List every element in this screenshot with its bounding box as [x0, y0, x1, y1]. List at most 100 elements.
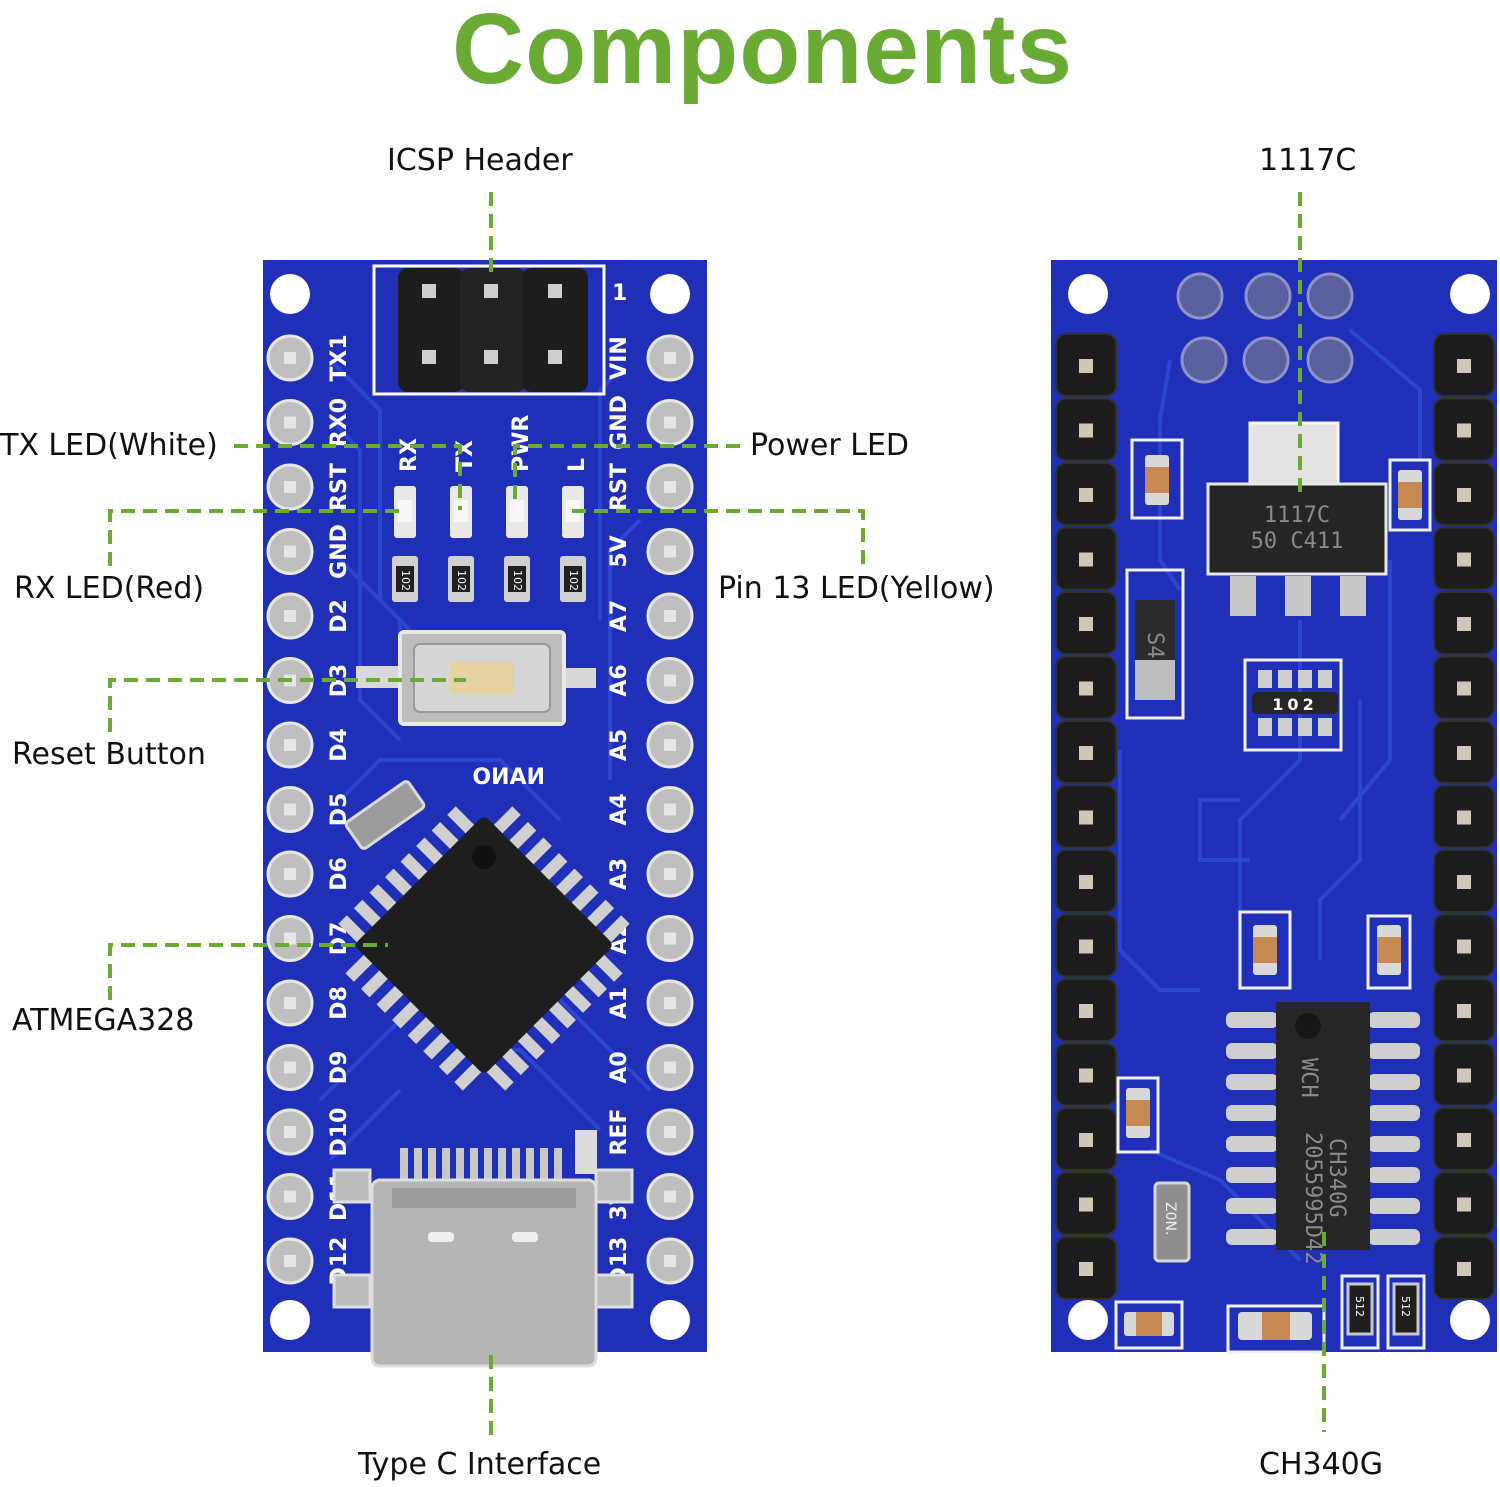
header-pin	[1055, 1171, 1117, 1236]
leader-pin13-led	[572, 509, 865, 566]
pin-a5: A5	[607, 721, 694, 769]
chip-pin	[1368, 1198, 1420, 1214]
chip-pin	[523, 837, 552, 866]
header-pin	[1433, 784, 1495, 849]
chip-pin	[1226, 1012, 1278, 1028]
page-title: Components	[451, 0, 1074, 105]
chip-pin	[539, 853, 568, 882]
resistor-code: 102	[399, 570, 412, 591]
resistor-code: 102	[455, 570, 468, 591]
pin-gnd: GND	[266, 524, 352, 579]
pin-label: D4	[327, 728, 352, 762]
pin-d13: D13	[607, 1237, 694, 1285]
header-pin	[1055, 1042, 1117, 1107]
header-pin	[1433, 978, 1495, 1042]
chip-pin	[1368, 1229, 1420, 1245]
usb-pin	[484, 1148, 492, 1182]
label-type-c: Type C Interface	[358, 1447, 602, 1482]
header-pin	[1433, 913, 1495, 978]
chip-pin	[447, 806, 476, 835]
pin-tx1: TX1	[266, 334, 352, 382]
header-pin	[1055, 913, 1117, 978]
pin-d4: D4	[266, 721, 352, 769]
pin-label: A6	[607, 664, 632, 696]
resistor-array-code: 102	[1272, 695, 1317, 714]
chip-pin	[500, 1046, 530, 1076]
mounting-hole	[1450, 274, 1490, 314]
header-pin	[1433, 1236, 1495, 1300]
chip-pin	[353, 899, 383, 929]
usb-pin	[414, 1148, 422, 1182]
pin-d5: D5	[266, 786, 352, 833]
mounting-hole	[1068, 1300, 1108, 1340]
pin-a4: A4	[607, 786, 694, 833]
chip-pin	[1226, 1074, 1278, 1090]
leader-rx-led	[108, 509, 404, 566]
label-power-led: Power LED	[750, 428, 910, 463]
pin-d8: D8	[266, 979, 352, 1027]
header-pin	[1433, 1107, 1495, 1171]
usb-pin	[400, 1148, 408, 1182]
pin-a1: A1	[607, 979, 694, 1027]
chip-pin	[454, 1062, 483, 1091]
chip-pin	[1226, 1105, 1278, 1121]
header-pin	[1055, 720, 1117, 784]
back-capacitors	[1114, 438, 1432, 1354]
front-board: 1 TX1RX0RSTGNDD2D3D4D5D6D7D8D9D10D11D12 …	[263, 260, 707, 1368]
front-right-pin-column: VINGNDRST5VA7A6A5A4A3A2A1A0REF3V3D13	[607, 334, 694, 1285]
ch340g-lot: 2055995D42	[1300, 1132, 1325, 1264]
pin-label: A0	[607, 1051, 632, 1083]
label-1117c: 1117C	[1259, 143, 1357, 178]
chip-pin	[1368, 1012, 1420, 1028]
pin-rst: RST	[607, 463, 694, 511]
chip-pin	[1368, 1167, 1420, 1183]
usb-pin	[554, 1148, 562, 1182]
pin-a6: A6	[607, 657, 694, 704]
wch-logo: WCH	[1296, 1058, 1321, 1098]
chip-pin	[508, 821, 537, 851]
pin-label: RST	[607, 463, 632, 511]
label-atmega328: ATMEGA328	[12, 1003, 195, 1038]
chip-pin	[547, 1000, 576, 1029]
header-pin	[1055, 655, 1117, 720]
pin-label: D8	[327, 986, 352, 1020]
pin-label: GND	[607, 395, 632, 450]
header-pin	[1433, 1171, 1495, 1236]
chip-pin	[532, 1015, 561, 1044]
chip-pin	[594, 953, 623, 982]
chip-pin	[1226, 1136, 1278, 1152]
chip-pin	[601, 915, 630, 944]
header-pin	[1055, 397, 1117, 462]
chip-pin	[1226, 1167, 1278, 1183]
chip-pin	[338, 915, 367, 944]
pin-d7: D7	[266, 915, 352, 962]
leader-tx-led	[234, 444, 462, 510]
usb-pin	[428, 1148, 436, 1182]
pin-label: REF	[607, 1109, 632, 1156]
pin-label: RST	[327, 463, 352, 511]
header-pin	[1055, 591, 1117, 655]
pin-rst: RST	[266, 463, 352, 511]
label-reset-button: Reset Button	[12, 737, 206, 772]
pin-label: VIN	[607, 336, 632, 380]
back-resistors: 512 512	[1340, 1274, 1426, 1350]
chip-pin	[431, 821, 460, 851]
pin-label: A3	[607, 858, 632, 890]
header-pin	[1055, 784, 1117, 849]
header-pin	[1433, 1042, 1495, 1107]
chip-pin	[1368, 1105, 1420, 1121]
label-tx-led: TX LED(White)	[0, 428, 218, 463]
pin-label: D2	[327, 599, 352, 633]
pin-rx0: RX0	[266, 398, 352, 447]
resistor-array: 102	[1243, 658, 1343, 752]
chip-pin	[578, 969, 608, 998]
ams1117-regulator: 1117C 50 C411	[1206, 421, 1388, 616]
pin-a3: A3	[607, 850, 694, 898]
mounting-hole	[270, 274, 310, 314]
header-pin	[1433, 397, 1495, 462]
led-label: L	[565, 458, 590, 472]
header-pin	[1055, 526, 1117, 591]
